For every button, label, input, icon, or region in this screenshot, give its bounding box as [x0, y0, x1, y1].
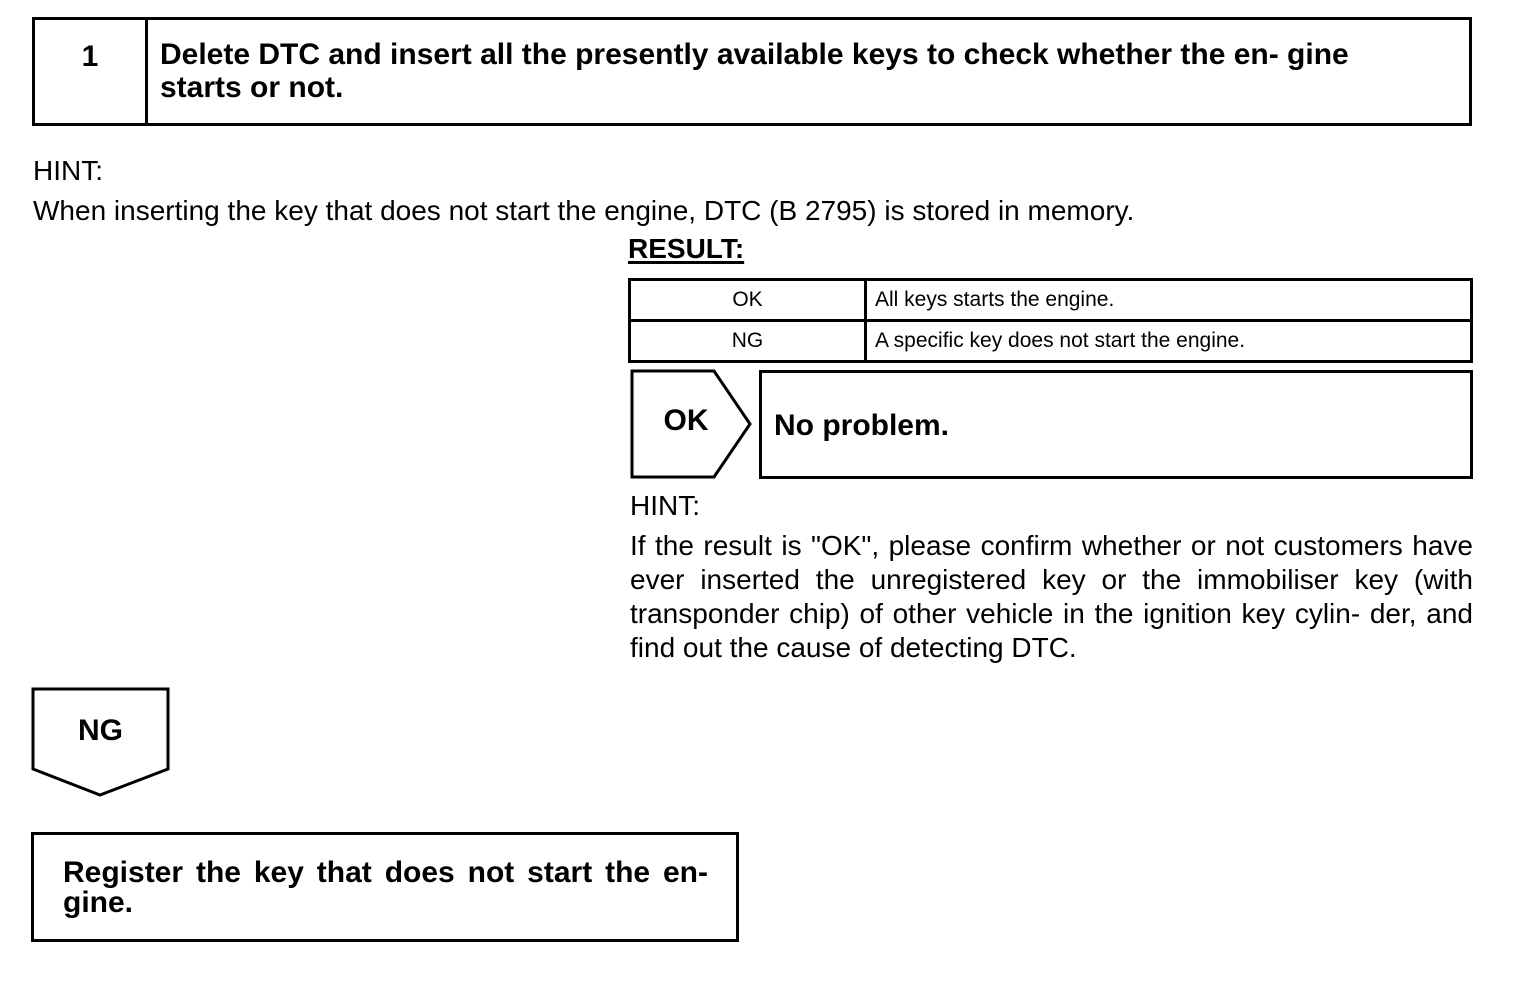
- result-code: OK: [628, 278, 867, 322]
- hint-text: When inserting the key that does not sta…: [33, 195, 1135, 226]
- result-description: All keys starts the engine.: [864, 278, 1473, 322]
- hint-label: HINT:: [630, 490, 700, 521]
- ng-action-text: Register the key that does not start the…: [63, 856, 708, 919]
- ok-branch-label: OK: [663, 404, 709, 437]
- ng-arrow-icon: [31, 687, 170, 797]
- ok-result-box: No problem.: [759, 370, 1473, 479]
- result-table: OK All keys starts the engine. NG A spec…: [628, 278, 1473, 363]
- step-box: 1 Delete DTC and insert all the presentl…: [32, 17, 1472, 126]
- hint-label: HINT:: [33, 155, 103, 186]
- step-number: 1: [35, 20, 148, 123]
- ok-arrow-icon: [630, 369, 752, 479]
- ng-action-box: Register the key that does not start the…: [31, 832, 739, 942]
- result-code: NG: [628, 319, 867, 363]
- table-row: NG A specific key does not start the eng…: [628, 319, 1473, 363]
- ng-branch-label: NG: [78, 714, 123, 747]
- ok-result-text: No problem.: [774, 409, 950, 442]
- table-row: OK All keys starts the engine.: [628, 278, 1473, 322]
- hint-text: If the result is "OK", please confirm wh…: [630, 530, 1473, 663]
- result-description: A specific key does not start the engine…: [864, 319, 1473, 363]
- step-title: Delete DTC and insert all the presently …: [160, 38, 1349, 104]
- result-label: RESULT:: [628, 233, 745, 264]
